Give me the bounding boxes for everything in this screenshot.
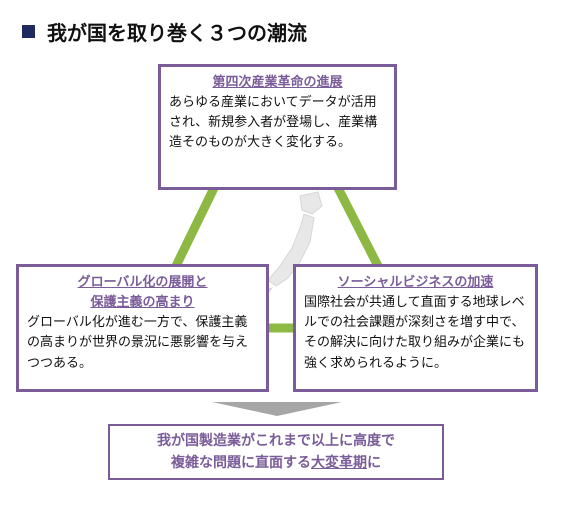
trend-body-left: グローバル化が進む一方で、保護主義の高まりが世界の景況に悪影響を与えつつある。	[27, 315, 249, 371]
trend-body-right: 国際社会が共通して直面する地球レベルでの社会課題が深刻さを増す中で、その解決に向…	[304, 295, 526, 371]
conclusion-line2: 複雑な問題に直面する大変革期に	[118, 452, 434, 474]
conclusion-line1: 我が国製造業がこれまで以上に高度で	[157, 433, 395, 449]
trend-title-right: ソーシャルビジネスの加速	[337, 275, 494, 290]
down-arrow-icon	[212, 402, 342, 416]
trend-body-top: あらゆる産業においてデータが活用され、新規参入者が登場し、産業構造そのものが大き…	[169, 95, 378, 151]
conclusion-box: 我が国製造業がこれまで以上に高度で 複雑な問題に直面する大変革期に	[108, 424, 444, 480]
page-title-text: 我が国を取り巻く３つの潮流	[47, 20, 307, 45]
connector-top-right	[333, 185, 383, 269]
conclusion-emphasis: 大変革期	[311, 455, 367, 472]
page-title: 我が国を取り巻く３つの潮流	[22, 14, 307, 48]
connector-top-left	[171, 186, 219, 268]
trend-title-left: グローバル化の展開と 保護主義の高まり	[27, 273, 258, 313]
trend-title-left-line2: 保護主義の高まり	[90, 295, 195, 311]
conclusion-line2-prefix: 複雑な問題に直面する	[171, 455, 311, 472]
trend-box-fourth-industrial-revolution: 第四次産業革命の進展 あらゆる産業においてデータが活用され、新規参入者が登場し、…	[158, 64, 397, 190]
trend-title-top: 第四次産業革命の進展	[212, 75, 343, 90]
title-square-icon	[22, 24, 35, 38]
trend-title-left-line1: グローバル化の展開と	[77, 275, 208, 290]
trend-box-globalization: グローバル化の展開と 保護主義の高まり グローバル化が進む一方で、保護主義の高ま…	[16, 264, 269, 392]
trend-box-social-business: ソーシャルビジネスの加速 国際社会が共通して直面する地球レベルでの社会課題が深刻…	[293, 264, 538, 392]
conclusion-line2-suffix: に	[367, 455, 381, 472]
